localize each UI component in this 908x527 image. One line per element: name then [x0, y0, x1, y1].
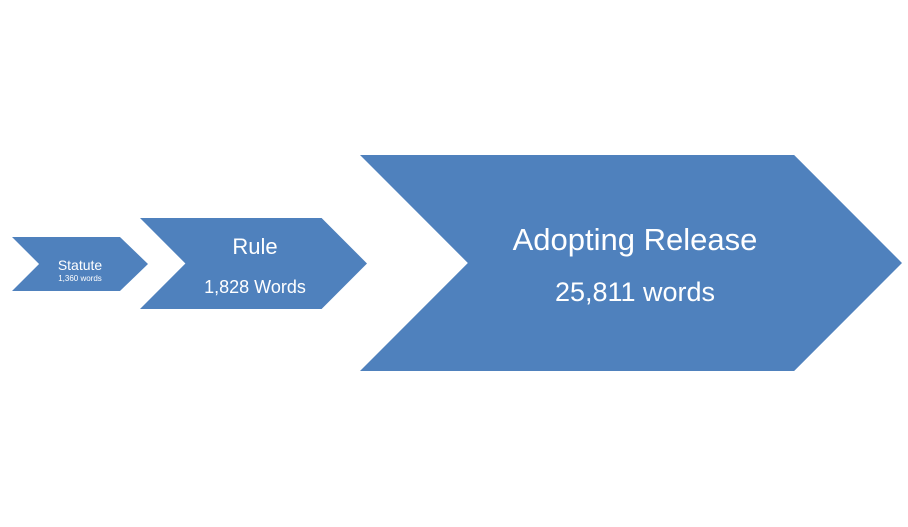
statute-title: Statute: [57, 257, 103, 273]
adopting-release-chevron: [360, 155, 902, 371]
rule-word-count: 1,828 Words: [204, 277, 306, 297]
adopting-release-title: Adopting Release: [512, 222, 758, 257]
statute-word-count: 1,360 words: [58, 274, 102, 283]
adopting-release-word-count: 25,811 words: [554, 277, 716, 307]
rule-title: Rule: [232, 234, 278, 259]
